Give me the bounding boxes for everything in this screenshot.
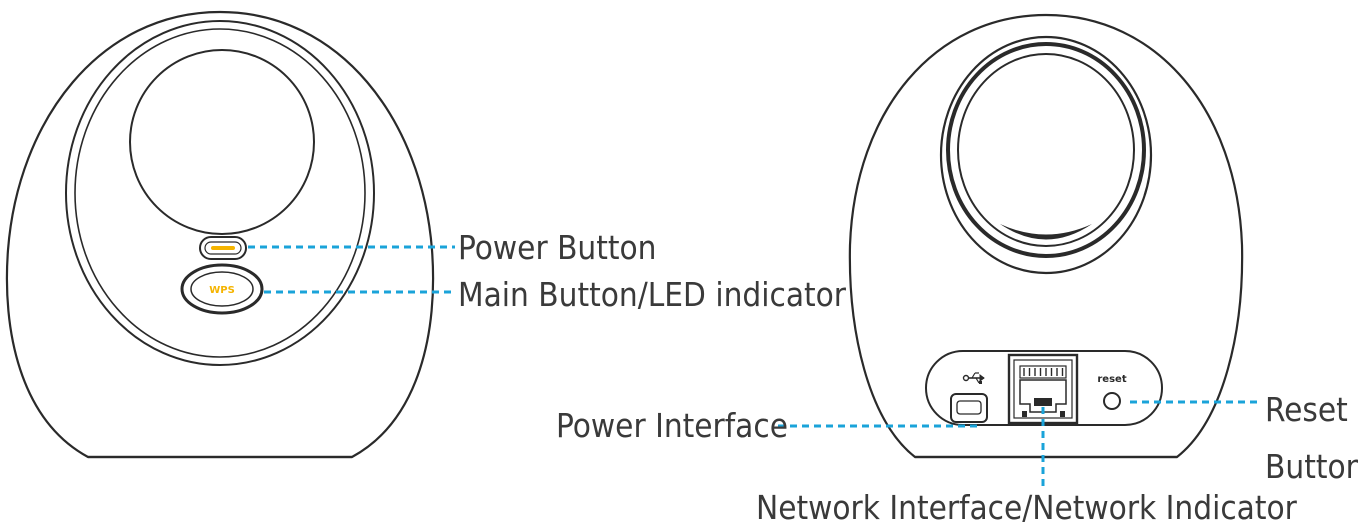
front-face-ring-outer — [65, 20, 375, 366]
rj45-latch — [1034, 398, 1052, 406]
network-interface-callout: Network Interface/Network Indicator — [756, 488, 1298, 527]
front-view: WPS — [5, 10, 435, 459]
rj45-inner-frame — [1013, 359, 1073, 419]
rj45-pins — [1023, 368, 1064, 376]
main-button-inner — [190, 271, 254, 307]
front-face-ring-inner — [74, 28, 366, 358]
network-led-left — [1022, 411, 1027, 417]
reset-port-label: reset — [1097, 374, 1126, 385]
back-ring-shadow — [1000, 224, 1092, 240]
front-body-outline — [5, 10, 435, 459]
wps-label: WPS — [209, 285, 235, 296]
power-button-led — [211, 246, 235, 250]
reset-button[interactable] — [1103, 392, 1121, 410]
main-button-callout: Main Button/LED indicator — [458, 275, 847, 314]
power-port-inner — [956, 400, 982, 415]
back-view: reset — [848, 13, 1244, 459]
back-ring-inner — [957, 53, 1135, 247]
power-interface-callout: Power Interface — [556, 406, 788, 445]
power-port[interactable] — [950, 393, 988, 423]
power-button-callout: Power Button — [458, 228, 657, 267]
network-led-right — [1060, 411, 1065, 417]
reset-callout-line1: Reset — [1265, 390, 1348, 429]
usb-icon — [962, 372, 985, 384]
camera-lens — [129, 49, 315, 235]
back-body-outline — [848, 13, 1244, 459]
rj45-pin-strip — [1019, 365, 1067, 379]
network-port[interactable] — [1007, 353, 1079, 425]
main-button[interactable]: WPS — [180, 263, 264, 315]
power-button[interactable] — [199, 236, 247, 260]
reset-callout-line2: Button — [1265, 447, 1358, 486]
back-ring-mid — [946, 42, 1146, 258]
rj45-socket — [1019, 379, 1067, 413]
back-ring-outer — [939, 35, 1153, 275]
